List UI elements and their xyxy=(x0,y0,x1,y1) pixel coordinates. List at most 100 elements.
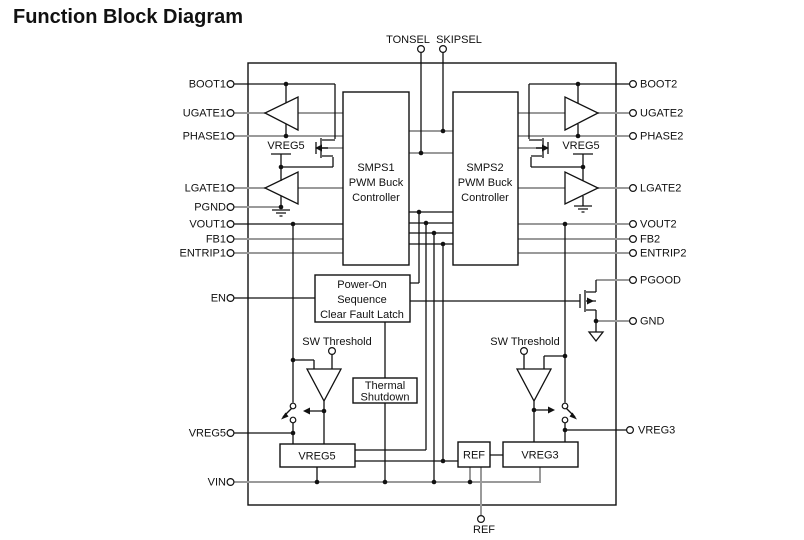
pin-ugate1: UGATE1 xyxy=(183,108,235,120)
pgnd-ground-icon xyxy=(272,209,290,217)
sw-threshold-left-terminal xyxy=(328,347,337,356)
chip-outline xyxy=(247,62,617,506)
sw-threshold-right-label: SW Threshold xyxy=(490,336,560,348)
driver-lgate2-icon xyxy=(564,170,600,206)
block-smps2-line1: SMPS2 xyxy=(466,162,503,174)
pin-fb2: FB2 xyxy=(628,234,660,246)
pin-vreg3: VREG3 xyxy=(625,425,675,437)
pin-gnd: GND xyxy=(628,316,665,328)
pin-ugate2-label: UGATE2 xyxy=(640,108,683,120)
sw-threshold-left-label: SW Threshold xyxy=(302,336,372,348)
pin-en-label: EN xyxy=(211,293,226,305)
switch-left-icon xyxy=(281,402,297,424)
gnd-triangle-icon xyxy=(587,331,605,343)
pin-pgood: PGOOD xyxy=(628,275,681,287)
pin-phase1: PHASE1 xyxy=(183,131,235,143)
block-smps1-box xyxy=(342,91,410,266)
pin-entrip2-label: ENTRIP2 xyxy=(640,248,686,260)
pin-ugate2: UGATE2 xyxy=(628,108,683,120)
page-title: Function Block Diagram xyxy=(13,6,243,28)
block-thermal-box xyxy=(352,377,418,404)
block-ref-box xyxy=(457,441,491,468)
pin-phase2: PHASE2 xyxy=(628,131,683,143)
block-power-on-line1: Power-On xyxy=(337,279,387,291)
block-power-on-line2: Sequence xyxy=(337,294,387,306)
block-thermal-shutdown: Thermal Shutdown xyxy=(352,377,418,404)
vreg5-right-rail-wire xyxy=(530,153,593,181)
block-smps1-line1: SMPS1 xyxy=(357,162,394,174)
pin-skipsel: SKIPSEL xyxy=(436,34,482,53)
pin-vin-label: VIN xyxy=(208,477,226,489)
driver-ugate2-icon xyxy=(564,95,600,132)
block-vreg5: VREG5 xyxy=(279,443,356,468)
pin-fb1: FB1 xyxy=(206,234,235,246)
pin-lgate1-label: LGATE1 xyxy=(185,183,226,195)
block-smps1: SMPS1 PWM Buck Controller xyxy=(342,91,410,266)
vreg5-left-label: VREG5 xyxy=(267,140,304,152)
junction-dots xyxy=(278,81,599,485)
pin-pgnd: PGND xyxy=(194,202,235,214)
switch-right-icon xyxy=(561,402,577,424)
sw-threshold-left: SW Threshold xyxy=(302,336,372,415)
pin-tonsel-label: TONSEL xyxy=(386,34,430,46)
pin-skipsel-terminal xyxy=(439,44,448,53)
pin-vout1-label: VOUT1 xyxy=(189,219,226,231)
pin-ref-terminal xyxy=(477,514,486,523)
pin-fb1-label: FB1 xyxy=(206,234,226,246)
block-vreg3-box xyxy=(502,441,579,468)
bootstrap-mosfet-right-icon xyxy=(529,138,549,158)
block-ref: REF xyxy=(457,441,491,468)
block-smps2-line2: PWM Buck xyxy=(458,177,513,189)
pin-skipsel-label: SKIPSEL xyxy=(436,34,482,46)
pin-vout2-label: VOUT2 xyxy=(640,219,677,231)
block-smps2-line3: Controller xyxy=(461,192,509,204)
block-ref-label: REF xyxy=(463,450,485,462)
block-vreg3-label: VREG3 xyxy=(521,450,558,462)
pgood-mosfet-icon xyxy=(579,280,605,343)
block-power-on-sequence: Power-On Sequence Clear Fault Latch xyxy=(314,274,411,323)
block-power-on-box xyxy=(314,274,411,323)
pin-boot2: BOOT2 xyxy=(628,79,677,91)
pin-ref-label: REF xyxy=(473,524,495,536)
pin-boot1: BOOT1 xyxy=(189,79,235,91)
vreg5-rail-left: VREG5 xyxy=(267,140,334,181)
sw-threshold-right: SW Threshold xyxy=(490,336,560,414)
pin-pgnd-label: PGND xyxy=(194,202,226,214)
block-thermal-line2: Shutdown xyxy=(361,392,410,404)
block-smps1-line2: PWM Buck xyxy=(349,177,404,189)
pin-lgate2: LGATE2 xyxy=(628,183,681,195)
pin-vreg5-label: VREG5 xyxy=(189,428,226,440)
signal-wires-gray xyxy=(234,112,630,515)
pin-vin: VIN xyxy=(208,477,235,489)
block-power-on-line3: Clear Fault Latch xyxy=(320,309,404,321)
pin-fb2-label: FB2 xyxy=(640,234,660,246)
block-smps2-box xyxy=(452,91,519,266)
pin-entrip1: ENTRIP1 xyxy=(180,248,235,260)
block-smps1-line3: Controller xyxy=(352,192,400,204)
comparator-left-icon xyxy=(305,368,343,403)
pin-lgate2-label: LGATE2 xyxy=(640,183,681,195)
block-vreg3: VREG3 xyxy=(502,441,579,468)
pin-entrip1-label: ENTRIP1 xyxy=(180,248,226,260)
driver-ugate1-icon xyxy=(263,95,299,132)
pin-ugate1-label: UGATE1 xyxy=(183,108,226,120)
pin-entrip2: ENTRIP2 xyxy=(628,248,686,260)
vreg5-left-rail-wire xyxy=(271,153,334,181)
pin-boot2-label: BOOT2 xyxy=(640,79,677,91)
sw-threshold-right-terminal xyxy=(519,347,528,356)
pin-lgate1: LGATE1 xyxy=(185,183,235,195)
block-vreg5-box xyxy=(279,443,356,468)
pin-pgood-label: PGOOD xyxy=(640,275,681,287)
vreg5-rail-right: VREG5 xyxy=(530,140,600,181)
pin-en: EN xyxy=(211,293,235,305)
comparator-right-icon xyxy=(515,368,553,403)
switch-drive-arrow-left xyxy=(303,407,310,415)
pin-tonsel-terminal xyxy=(417,44,426,53)
pin-vout2: VOUT2 xyxy=(628,219,677,231)
bootstrap-mosfet-left-icon xyxy=(315,138,335,158)
pin-tonsel: TONSEL xyxy=(386,34,430,53)
lgate2-ground-icon xyxy=(574,205,592,213)
pins-left: BOOT1 UGATE1 PHASE1 LGATE1 PGND VOUT1 FB… xyxy=(180,79,235,489)
